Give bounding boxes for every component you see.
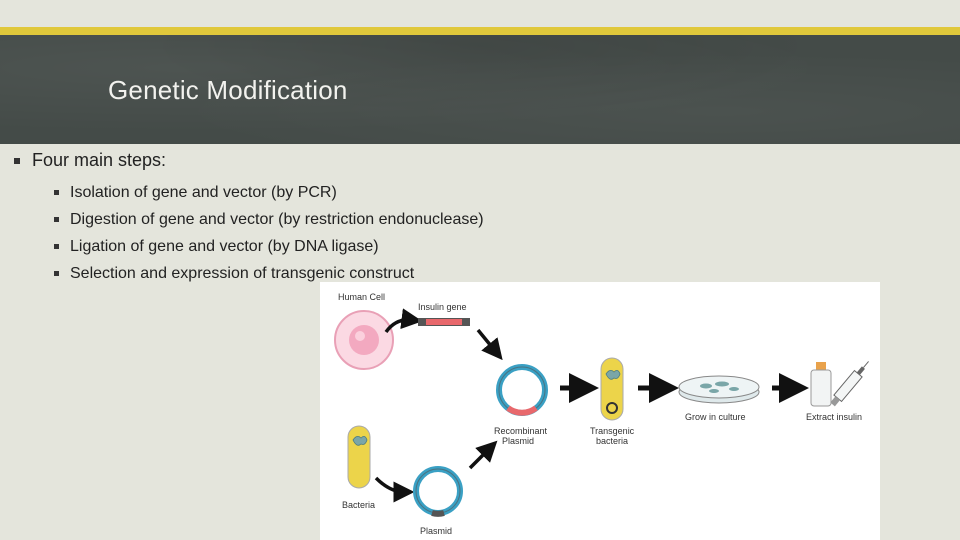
transgenic-label-line1: Transgenic <box>590 426 635 436</box>
sub-bullet: Ligation of gene and vector (by DNA liga… <box>54 233 484 260</box>
slide-title: Genetic Modification <box>108 75 348 105</box>
culture-dish-icon <box>678 375 760 404</box>
bullet-marker-icon <box>14 157 20 164</box>
extract-insulin-label: Extract insulin <box>806 412 862 422</box>
sub-bullet-text: Isolation of gene and vector (by PCR) <box>70 183 337 201</box>
human-cell-icon <box>334 310 394 370</box>
insulin-gene-icon <box>418 318 470 326</box>
accent-stripe <box>0 27 960 35</box>
insulin-gene-label: Insulin gene <box>418 302 467 312</box>
human-cell-label: Human Cell <box>338 292 385 302</box>
recombinant-plasmid-icon <box>496 364 548 416</box>
bullet-marker-icon <box>54 244 59 249</box>
recombinant-label-line1: Recombinant <box>494 426 548 436</box>
bacteria-label: Bacteria <box>342 500 375 510</box>
syringe-icon <box>830 361 869 407</box>
bullet-marker-icon <box>54 217 59 222</box>
main-bullet: Four main steps: <box>14 150 484 171</box>
genetic-modification-diagram: Human Cell Insulin gene Recombinant Plas… <box>320 282 880 540</box>
title-band: Genetic Modification <box>0 35 960 144</box>
sub-bullet-text: Ligation of gene and vector (by DNA liga… <box>70 237 379 255</box>
transgenic-bacteria-icon <box>600 357 624 421</box>
arrow-icon <box>384 308 423 334</box>
transgenic-label-line2: bacteria <box>596 436 628 446</box>
arrow-icon <box>468 440 498 470</box>
bullet-list: Four main steps: Isolation of gene and v… <box>14 150 484 287</box>
bacteria-icon <box>347 425 371 489</box>
main-bullet-text: Four main steps: <box>32 150 167 170</box>
vial-icon <box>810 362 832 407</box>
sub-bullet-list: Isolation of gene and vector (by PCR) Di… <box>54 179 484 287</box>
sub-bullet: Selection and expression of transgenic c… <box>54 260 484 287</box>
arrow-icon <box>374 476 415 503</box>
recombinant-label-line2: Plasmid <box>502 436 534 446</box>
plasmid-label: Plasmid <box>420 526 452 536</box>
grow-culture-label: Grow in culture <box>685 412 746 422</box>
arrow-icon <box>476 328 503 361</box>
bullet-marker-icon <box>54 271 59 276</box>
sub-bullet: Digestion of gene and vector (by restric… <box>54 206 484 233</box>
sub-bullet-text: Selection and expression of transgenic c… <box>70 264 415 282</box>
sub-bullet: Isolation of gene and vector (by PCR) <box>54 179 484 206</box>
plasmid-icon <box>413 466 463 517</box>
bullet-marker-icon <box>54 190 59 195</box>
sub-bullet-text: Digestion of gene and vector (by restric… <box>70 210 484 228</box>
